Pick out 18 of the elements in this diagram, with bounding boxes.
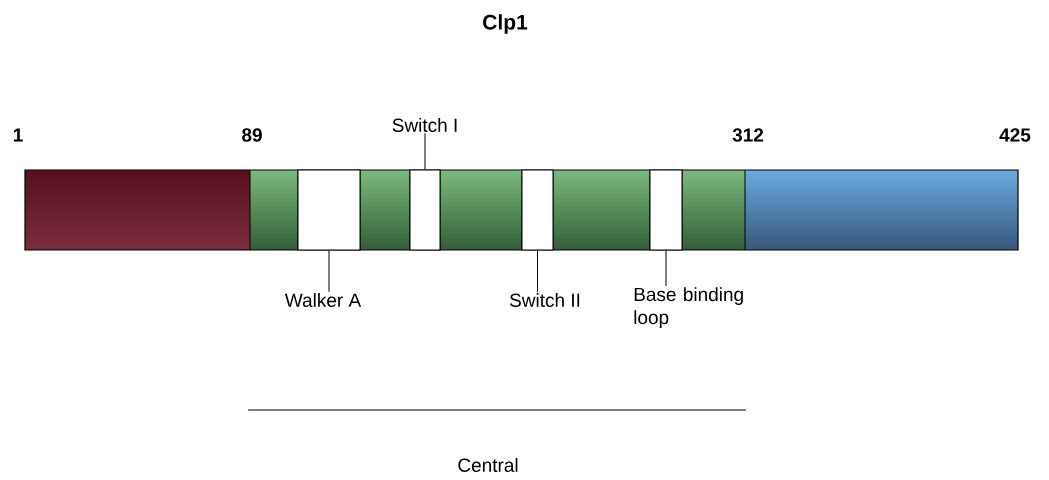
motif-label: Switch I <box>392 118 457 132</box>
motif-segment <box>409 169 441 251</box>
motif-label: Switch II <box>509 293 580 307</box>
motif-segment <box>649 169 683 251</box>
title: Clp1 <box>483 14 528 34</box>
leader-line <box>665 250 667 287</box>
leader-line <box>328 250 330 293</box>
leader-line <box>424 132 426 170</box>
motif-label: Base binding loop <box>634 287 743 328</box>
motif-label: Walker A <box>284 293 362 307</box>
leader-line <box>537 250 538 293</box>
position-number: 425 <box>999 128 1031 142</box>
motif-segment <box>521 169 554 251</box>
region-label: Central <box>458 458 518 472</box>
position-number: 89 <box>242 128 262 142</box>
position-number: 312 <box>732 128 764 142</box>
motif-segment <box>297 169 361 251</box>
position-number: 1 <box>13 128 23 142</box>
